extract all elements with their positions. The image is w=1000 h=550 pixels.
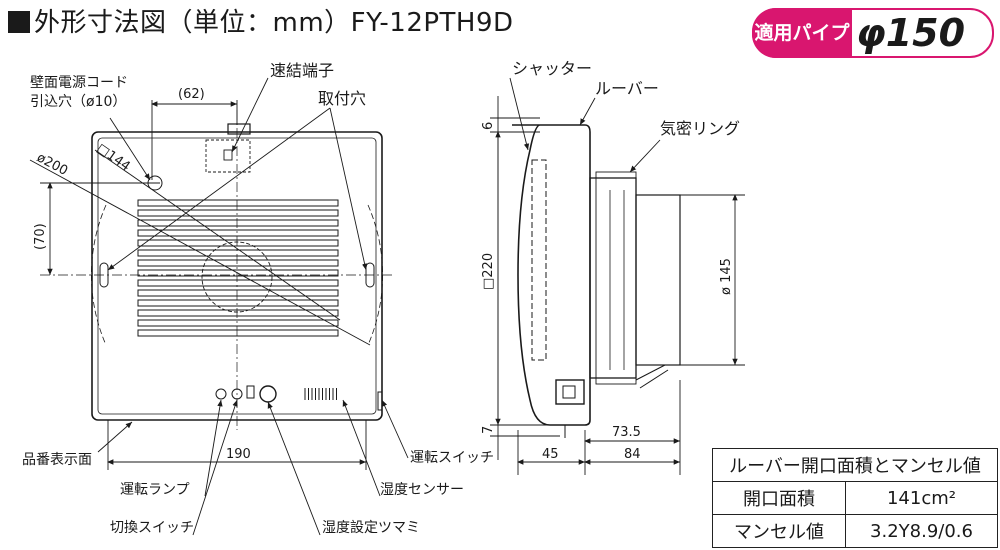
label-louver: ルーバー <box>595 79 659 98</box>
label-airtight-ring: 気密リング <box>660 119 740 138</box>
label-humidity-sensor: 湿度センサー <box>380 482 464 498</box>
louver-slat <box>137 299 339 307</box>
spec-value: 3.2Y8.9/0.6 <box>845 514 998 548</box>
title-square-icon <box>8 11 30 33</box>
side-view <box>512 124 681 438</box>
label-humidity-knob: 湿度設定ツマミ <box>322 520 420 536</box>
louver-slat <box>137 229 339 237</box>
louver-slat <box>137 329 339 337</box>
dim-70: (70) <box>33 223 48 250</box>
dim-73-5: 73.5 <box>612 425 641 440</box>
label-mount-hole: 取付穴 <box>318 89 366 108</box>
spec-header-row: ルーバー開口面積とマンセル値 <box>712 448 998 482</box>
dim-7: 7 <box>481 426 496 434</box>
arc-right <box>367 204 384 346</box>
side-dimensions <box>490 77 745 475</box>
humidity-knob-mark <box>259 385 277 403</box>
label-power-cord-hole: 引込穴（ø10） <box>30 94 126 110</box>
side-switch-inner <box>562 385 576 399</box>
spec-name: 開口面積 <box>712 481 846 515</box>
side-duct-collar <box>589 177 637 379</box>
side-shutter <box>531 159 547 361</box>
pipe-badge-label: 適用パイプ <box>752 8 852 58</box>
page-title: 外形寸法図（単位：mm）FY-12PTH9D <box>8 2 514 39</box>
top-tab <box>227 123 251 135</box>
dim-200: ø200 <box>34 150 70 179</box>
dim-144: □144 <box>94 141 133 175</box>
label-model-display: 品番表示面 <box>22 452 92 468</box>
dim-190: 190 <box>226 447 251 462</box>
spec-value: 141cm² <box>845 481 998 515</box>
switch-mark <box>246 385 255 399</box>
dim-84: 84 <box>624 447 641 462</box>
pipe-badge: 適用パイプ φ150 <box>752 8 994 58</box>
louver-slat <box>137 309 339 317</box>
side-switch-box <box>555 379 585 405</box>
terminal-box <box>205 139 251 173</box>
spec-name: マンセル値 <box>712 514 846 548</box>
front-leaders <box>97 77 409 536</box>
pipe-badge-value: φ150 <box>856 11 966 55</box>
label-run-lamp: 運転ランプ <box>120 482 190 498</box>
dim-6: 6 <box>481 122 496 130</box>
louver-slat <box>137 279 339 287</box>
center-lines <box>40 110 395 430</box>
spec-table: ルーバー開口面積とマンセル値 開口面積 141cm² マンセル値 3.2Y8.9… <box>712 448 998 548</box>
louver-slat <box>137 259 339 267</box>
run-lamp-mark <box>215 388 227 400</box>
louver-slat <box>137 239 339 247</box>
sensor-vents <box>304 388 337 400</box>
louver-slat <box>137 209 339 217</box>
label-terminal: 速結端子 <box>270 61 334 80</box>
side-motor-case <box>635 194 681 366</box>
spec-row: 開口面積 141cm² <box>712 481 998 515</box>
louver-slat <box>137 249 339 257</box>
spec-row: マンセル値 3.2Y8.9/0.6 <box>712 514 998 548</box>
label-power-cord: 壁面電源コード <box>30 75 128 91</box>
louver-slat <box>137 269 339 277</box>
label-shutter: シャッター <box>512 59 592 78</box>
dim-62: (62) <box>178 87 205 102</box>
spec-header: ルーバー開口面積とマンセル値 <box>712 448 998 482</box>
side-louver-body <box>512 124 591 426</box>
louver-slat <box>137 219 339 227</box>
dim-145: ø 145 <box>719 258 734 295</box>
side-airtight-ring <box>595 171 637 385</box>
arc-left <box>90 204 107 346</box>
dim-220: □220 <box>481 253 496 290</box>
label-select-switch: 切換スイッチ <box>110 520 194 536</box>
terminal-slot <box>223 149 233 161</box>
louver-slat <box>137 289 339 297</box>
louver-slat <box>137 199 339 207</box>
louver-slat <box>137 319 339 327</box>
label-run-switch: 運転スイッチ <box>410 450 494 466</box>
louver-grille <box>137 199 339 337</box>
dim-45: 45 <box>542 447 559 462</box>
front-dimensions <box>29 100 371 470</box>
